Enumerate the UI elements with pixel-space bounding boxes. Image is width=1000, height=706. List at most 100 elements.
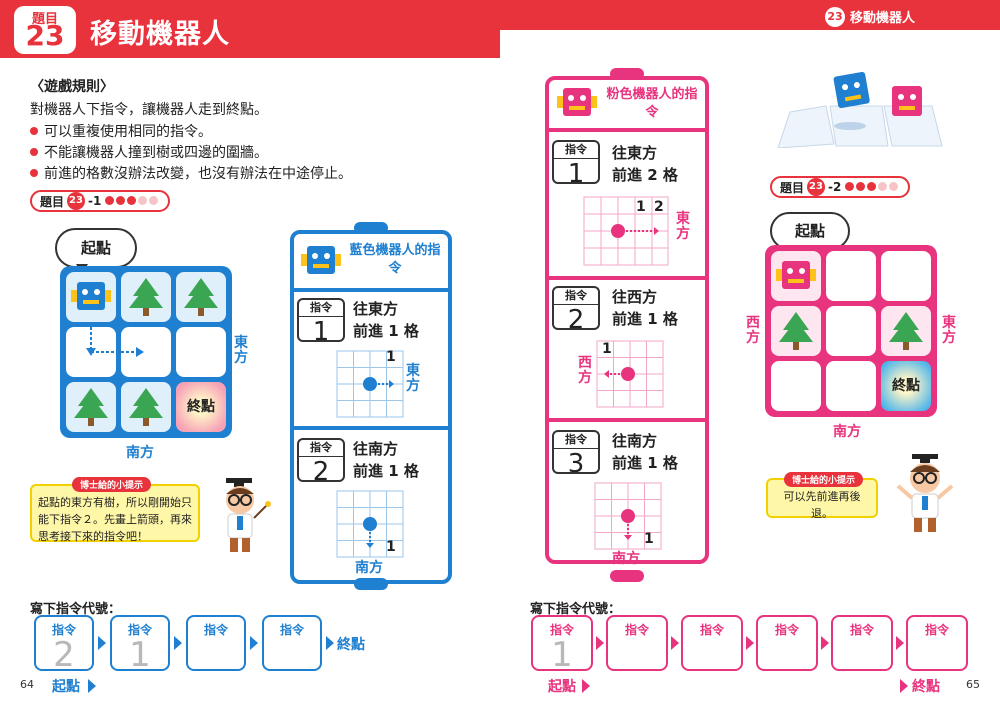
grid-cell bbox=[881, 251, 931, 301]
grid-cell bbox=[121, 272, 171, 322]
arrow-right-icon bbox=[250, 636, 258, 650]
instruction-move: 前進 1 格 bbox=[612, 454, 678, 472]
instruction-move: 前進 2 格 bbox=[612, 166, 678, 184]
panel-top-tab bbox=[610, 68, 644, 80]
answer-box[interactable]: 指令 bbox=[186, 615, 246, 671]
arrow-right-icon bbox=[88, 679, 96, 693]
answer-box[interactable]: 指令 bbox=[262, 615, 322, 671]
tree-icon bbox=[889, 312, 923, 350]
divider bbox=[547, 418, 707, 422]
mini-label-east: 東方 bbox=[676, 211, 690, 242]
panel-bottom-tab bbox=[354, 578, 388, 590]
grid-cell bbox=[826, 361, 876, 411]
answer-start-label: 起點 bbox=[548, 679, 576, 695]
label-south: 南方 bbox=[126, 445, 154, 461]
professor-icon bbox=[896, 454, 954, 532]
grid-cell bbox=[176, 327, 226, 377]
mini-label-south: 南方 bbox=[612, 551, 640, 567]
arrow-right-icon bbox=[98, 636, 106, 650]
tip-box-q1: 起點的東方有樹，所以剛開始只能下指令２。先畫上箭頭，再來思考接下來的指令吧！ bbox=[30, 484, 200, 543]
write-label-q1: 寫下指令代號： bbox=[30, 602, 122, 617]
header-bar-right bbox=[500, 0, 1000, 30]
arrow-right-icon bbox=[900, 679, 908, 693]
pink-panel-title: 粉色機器人的指令 bbox=[606, 87, 698, 120]
divider bbox=[547, 276, 707, 280]
goal-cell: 終點 bbox=[881, 361, 931, 411]
arrow-right-icon bbox=[671, 636, 679, 650]
instruction-badge: 指令 2 bbox=[552, 286, 600, 335]
mini-grid-south-2 bbox=[594, 482, 662, 550]
arrow-right-icon bbox=[746, 636, 754, 650]
goal-cell: 終點 bbox=[176, 382, 226, 432]
instruction-badge: 指令 2 bbox=[297, 438, 345, 487]
grid-cell bbox=[66, 382, 116, 432]
pink-robot-icon bbox=[557, 88, 597, 116]
instruction-direction: 往南方 bbox=[612, 432, 658, 450]
answer-end-label: 終點 bbox=[912, 679, 940, 695]
grid-cell bbox=[881, 306, 931, 356]
grid-cell bbox=[826, 251, 876, 301]
answer-box[interactable]: 指令 bbox=[831, 615, 893, 671]
instruction-move: 前進 1 格 bbox=[353, 322, 419, 340]
divider bbox=[547, 128, 707, 132]
mini-grid-east-2 bbox=[583, 196, 669, 266]
tip-heading: 博士給的小提示 bbox=[72, 477, 152, 492]
blue-panel-title: 藍色機器人的指令 bbox=[349, 243, 441, 276]
instruction-direction: 往東方 bbox=[612, 144, 658, 162]
answer-box[interactable]: 指令 bbox=[606, 615, 668, 671]
arrow-right-icon bbox=[326, 636, 334, 650]
path-arrow-icon bbox=[86, 322, 144, 357]
difficulty-dots bbox=[105, 194, 160, 208]
divider bbox=[292, 426, 450, 430]
panel-bottom-tab bbox=[610, 570, 644, 582]
tree-icon bbox=[779, 312, 813, 350]
tip-heading: 博士給的小提示 bbox=[784, 472, 864, 487]
page-number-left: 64 bbox=[20, 678, 34, 691]
question-badge-label: 題目 bbox=[31, 12, 58, 27]
instruction-direction: 往東方 bbox=[353, 300, 399, 318]
label-east: 東方 bbox=[234, 335, 248, 366]
header-bar-left bbox=[0, 0, 500, 58]
instruction-direction: 往西方 bbox=[612, 288, 658, 306]
answer-box[interactable]: 指令 bbox=[756, 615, 818, 671]
question-badge-number: 23 bbox=[25, 19, 65, 52]
label-east: 東方 bbox=[942, 315, 956, 346]
answer-box[interactable]: 指令 bbox=[681, 615, 743, 671]
step-number: 2 bbox=[654, 199, 664, 215]
instruction-badge: 指令 1 bbox=[552, 140, 600, 189]
difficulty-dots bbox=[845, 180, 900, 194]
start-bubble: 起點 bbox=[55, 228, 137, 268]
grid-cell bbox=[771, 361, 821, 411]
step-number: 1 bbox=[386, 349, 396, 365]
step-number: 1 bbox=[636, 199, 646, 215]
rules-intro: 對機器人下指令，讓機器人走到終點。 bbox=[30, 102, 268, 118]
label-west: 西方 bbox=[746, 315, 760, 346]
answer-start-label: 起點 bbox=[52, 679, 80, 695]
grid-cell bbox=[121, 327, 171, 377]
page-number-right: 65 bbox=[966, 678, 980, 691]
mini-label-south: 南方 bbox=[355, 560, 383, 576]
arrow-right-icon bbox=[174, 636, 182, 650]
tree-icon bbox=[184, 278, 218, 316]
mini-grid-south bbox=[336, 490, 404, 558]
grid-q2: 終點 bbox=[765, 245, 937, 417]
grid-q1: 終點 bbox=[60, 266, 232, 438]
grid-cell bbox=[121, 382, 171, 432]
grid-cell bbox=[176, 272, 226, 322]
tree-icon bbox=[74, 388, 108, 426]
page-title: 移動機器人 bbox=[90, 19, 230, 50]
rules-bullet: 前進的格數沒辦法改變，也沒有辦法在中途停止。 bbox=[30, 163, 352, 183]
header-right-number: 23 bbox=[825, 7, 845, 27]
instruction-move: 前進 1 格 bbox=[612, 310, 678, 328]
robots-illustration bbox=[777, 71, 943, 148]
step-number: 1 bbox=[602, 341, 612, 357]
label-south: 南方 bbox=[833, 424, 861, 440]
answer-box[interactable]: 指令 bbox=[906, 615, 968, 671]
question-badge: 題目 23 bbox=[14, 6, 76, 54]
instruction-badge: 指令 3 bbox=[552, 430, 600, 479]
